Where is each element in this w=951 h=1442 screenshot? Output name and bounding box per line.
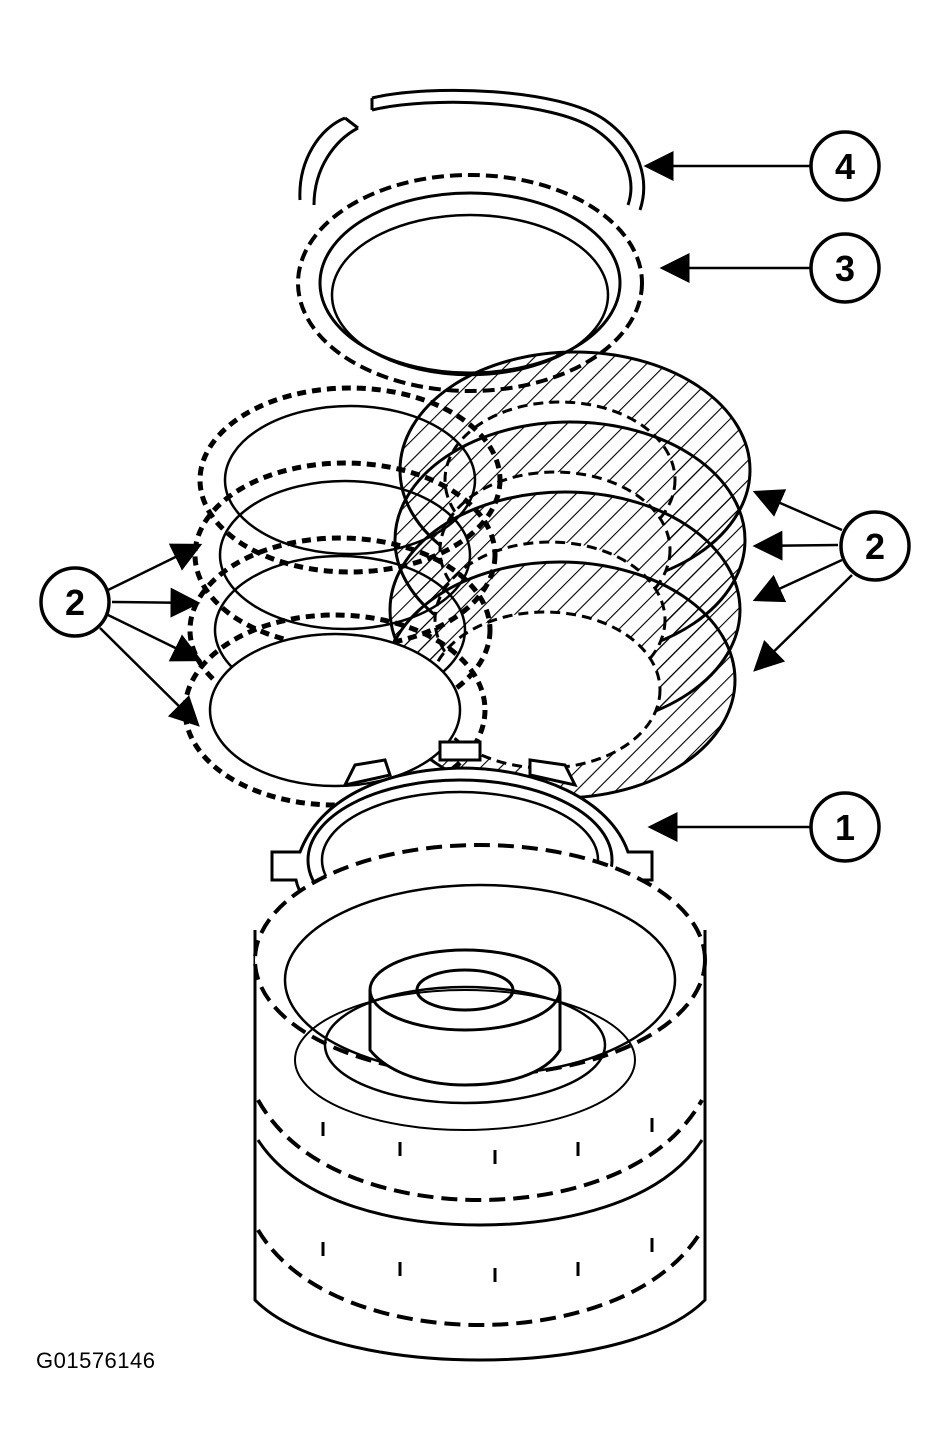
callout-4: 4 [809,130,881,202]
figure-id: G01576146 [36,1348,156,1373]
callout-2-right: 2 [839,510,911,582]
callout-1-label: 1 [835,807,855,848]
callout-2-left-label: 2 [65,582,85,623]
snap-ring [298,88,646,211]
callout-3: 3 [809,232,881,304]
clutch-drum [253,843,707,1362]
callout-1: 1 [809,791,881,863]
steel-plates [182,385,503,808]
callout-2-left: 2 [39,566,111,638]
leader-arrows [99,151,853,842]
callout-3-label: 3 [835,248,855,289]
callout-4-label: 4 [835,146,855,187]
callout-2-right-label: 2 [865,526,885,567]
